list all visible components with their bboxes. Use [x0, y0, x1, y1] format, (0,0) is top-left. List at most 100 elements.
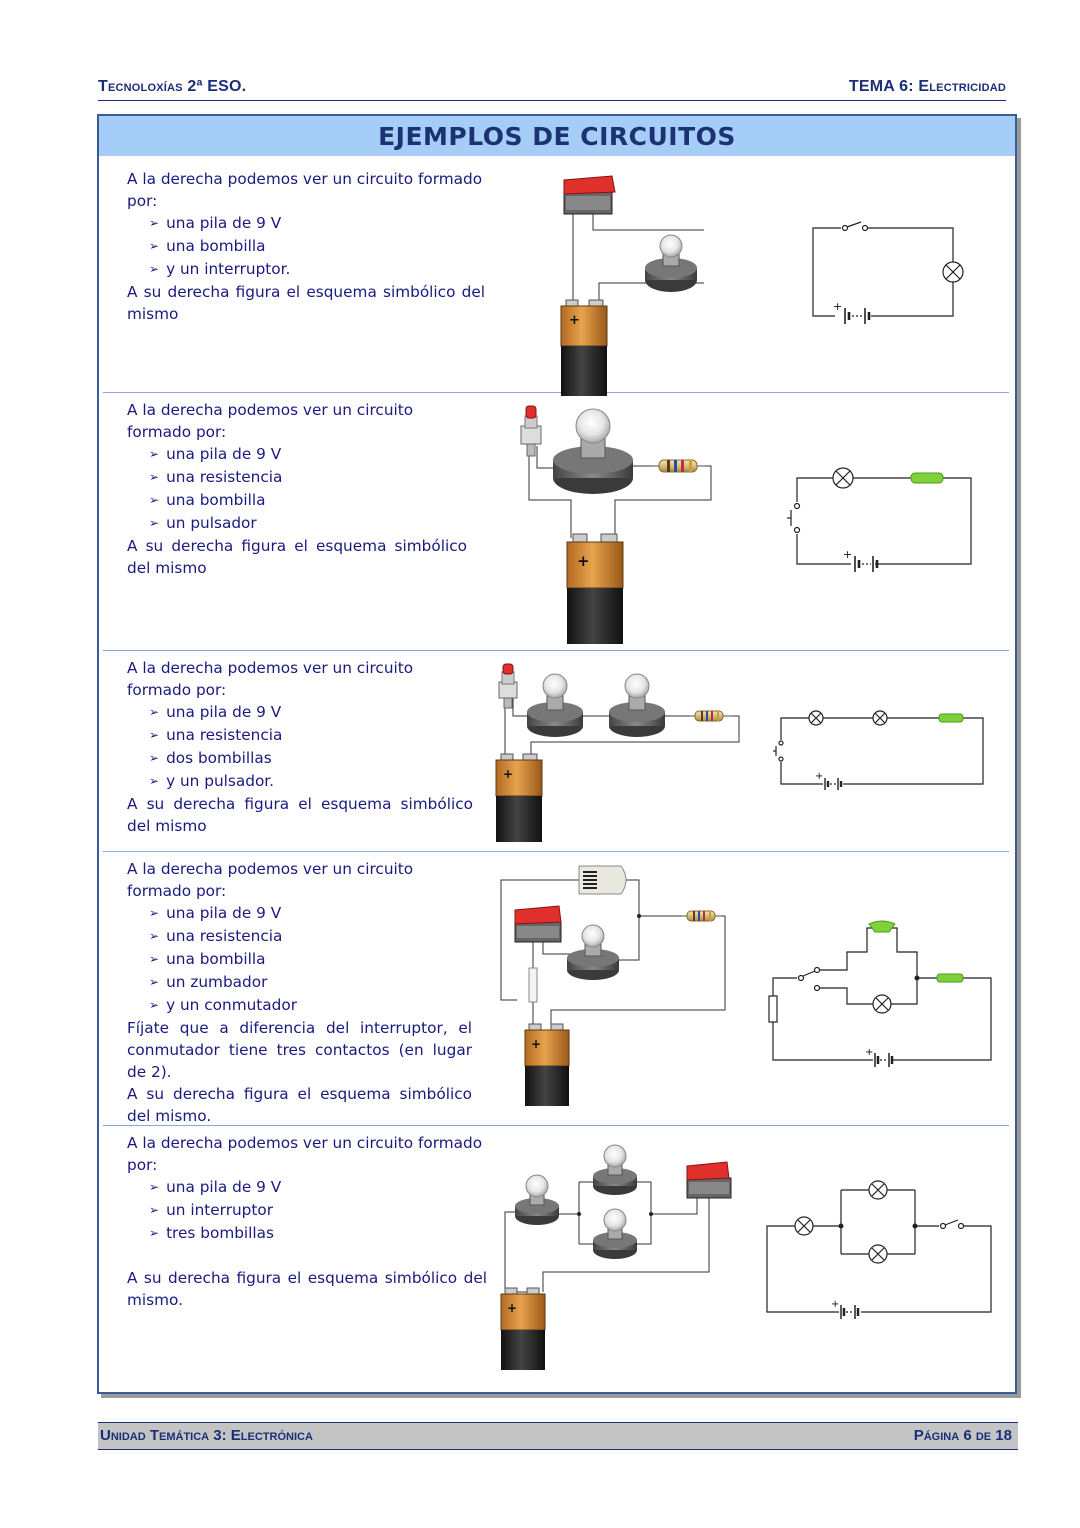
pushbutton-image: [498, 663, 518, 709]
wire-junction: [649, 1212, 653, 1216]
battery-9v-image: +: [500, 1287, 546, 1370]
section-outro: A su derecha figura el esquema simbólico…: [127, 1085, 472, 1125]
lamp-cross: [871, 1183, 885, 1197]
section-intro: A la derecha podemos ver un circuito for…: [127, 401, 414, 441]
list-item: un interruptor: [149, 1199, 487, 1222]
wire-junction: [577, 1212, 581, 1216]
section-intro: A la derecha podemos ver un circuito for…: [127, 1134, 483, 1174]
resistor-symbol: [936, 973, 964, 983]
battery-plus-label: +: [815, 771, 823, 782]
wire: [812, 227, 841, 317]
bulb-holder-image: [593, 1208, 637, 1259]
list-item: y un pulsador.: [149, 770, 473, 793]
circuit-5-schematic: +: [766, 1180, 992, 1319]
bulb-holder-image: [609, 673, 665, 737]
battery-9v-image: +: [566, 533, 624, 644]
list-item: una pila de 9 V: [149, 902, 472, 925]
list-item: una resistencia: [149, 466, 467, 489]
footer-unit: Unidad Temática 3: Electrónica: [100, 1427, 313, 1444]
list-item: una bombilla: [149, 948, 472, 971]
switch-contact: [939, 1222, 947, 1230]
battery-plus-label: +: [865, 1047, 873, 1058]
wire: [819, 927, 873, 971]
pushbutton-contact: [793, 526, 801, 534]
list-item: dos bombillas: [149, 747, 473, 770]
section-outro: A su derecha figura el esquema simbólico…: [127, 1269, 487, 1309]
fuse-image: [528, 967, 538, 1003]
header-topic: TEMA 6: Electricidad: [848, 78, 1006, 95]
bulb-holder-image: [567, 924, 619, 980]
list-item: una resistencia: [149, 925, 472, 948]
pushbutton-contact: [778, 756, 784, 762]
section-outro: A su derecha figura el esquema simbólico…: [127, 795, 473, 835]
circuit-3-illustration: +: [495, 663, 740, 842]
list-item: una resistencia: [149, 724, 473, 747]
lamp-cross: [945, 264, 961, 280]
list-item: y un conmutador: [149, 994, 472, 1017]
section-separator: [103, 1125, 1009, 1126]
wire: [772, 977, 797, 996]
battery-plus-label: +: [831, 1299, 839, 1310]
wire: [598, 282, 659, 303]
resistor-image: [681, 910, 721, 922]
section-outro: A su derecha figura el esquema simbólico…: [127, 537, 467, 577]
component-list: una pila de 9 V una resistencia una bomb…: [127, 902, 472, 1017]
wire: [542, 1192, 710, 1292]
list-item: una pila de 9 V: [149, 1176, 487, 1199]
list-item: una bombilla: [149, 235, 485, 258]
switch-lever: [846, 221, 862, 228]
section-separator: [103, 392, 1009, 393]
section-intro: A la derecha podemos ver un circuito for…: [127, 860, 414, 900]
wire: [614, 465, 712, 538]
battery-plus-label: +: [569, 313, 580, 328]
wire: [891, 927, 918, 978]
lamp-cross: [810, 712, 822, 724]
pushbutton-contact: [778, 740, 784, 746]
wire: [621, 879, 640, 916]
buzzer-image: [578, 865, 627, 895]
wire-junction: [914, 975, 920, 981]
section-intro: A la derecha podemos ver un circuito for…: [127, 170, 483, 210]
page-title: EJEMPLOS DE CIRCUITOS: [99, 116, 1015, 156]
wire-junction: [912, 1223, 918, 1229]
content-box: EJEMPLOS DE CIRCUITOS A la derecha podem…: [97, 114, 1017, 1394]
wire-group: [528, 438, 712, 538]
lamp-cross: [797, 1219, 811, 1233]
wire: [772, 1022, 873, 1061]
rocker-switch-image: [514, 905, 562, 943]
pushbutton-contact: [793, 502, 801, 510]
commutator-contact: [813, 966, 821, 974]
section-2-text: A la derecha podemos ver un circuito for…: [127, 399, 467, 579]
switch-contact: [957, 1222, 965, 1230]
circuit-5-illustration: +: [500, 1144, 732, 1370]
fuse-symbol: [768, 995, 778, 1023]
list-item: una pila de 9 V: [149, 443, 467, 466]
lamp-cross: [835, 470, 851, 486]
wire: [843, 717, 984, 785]
lamp-cross: [874, 712, 886, 724]
battery-9v-image: +: [560, 299, 608, 396]
bulb-holder-image: [553, 408, 633, 494]
battery-plus-label: +: [833, 300, 842, 313]
component-list: una pila de 9 V una resistencia una bomb…: [127, 443, 467, 535]
lamp-cross: [871, 1247, 885, 1261]
bulb-holder-image: [515, 1174, 559, 1225]
wire: [530, 715, 740, 758]
section-5-text: A la derecha podemos ver un circuito for…: [127, 1132, 487, 1311]
circuit-3-schematic: +: [773, 710, 984, 790]
wire: [637, 1181, 652, 1245]
list-item: tres bombillas: [149, 1222, 487, 1245]
wire: [651, 1192, 698, 1215]
component-list: una pila de 9 V una resistencia dos bomb…: [127, 701, 473, 793]
wire: [592, 210, 704, 231]
battery-plus-label: +: [531, 1037, 541, 1051]
section-note: Fíjate que a diferencia del interruptor,…: [127, 1019, 472, 1081]
circuit-1-schematic: +: [812, 221, 964, 324]
circuit-2-illustration: +: [520, 405, 712, 644]
component-list: una pila de 9 V un interruptor tres bomb…: [127, 1176, 487, 1245]
header-subject: Tecnoloxías 2ª ESO.: [98, 78, 247, 95]
resistor-symbol: [910, 472, 944, 484]
resistor-image: [689, 710, 731, 722]
wire-junction: [637, 914, 641, 918]
wire: [796, 534, 851, 565]
